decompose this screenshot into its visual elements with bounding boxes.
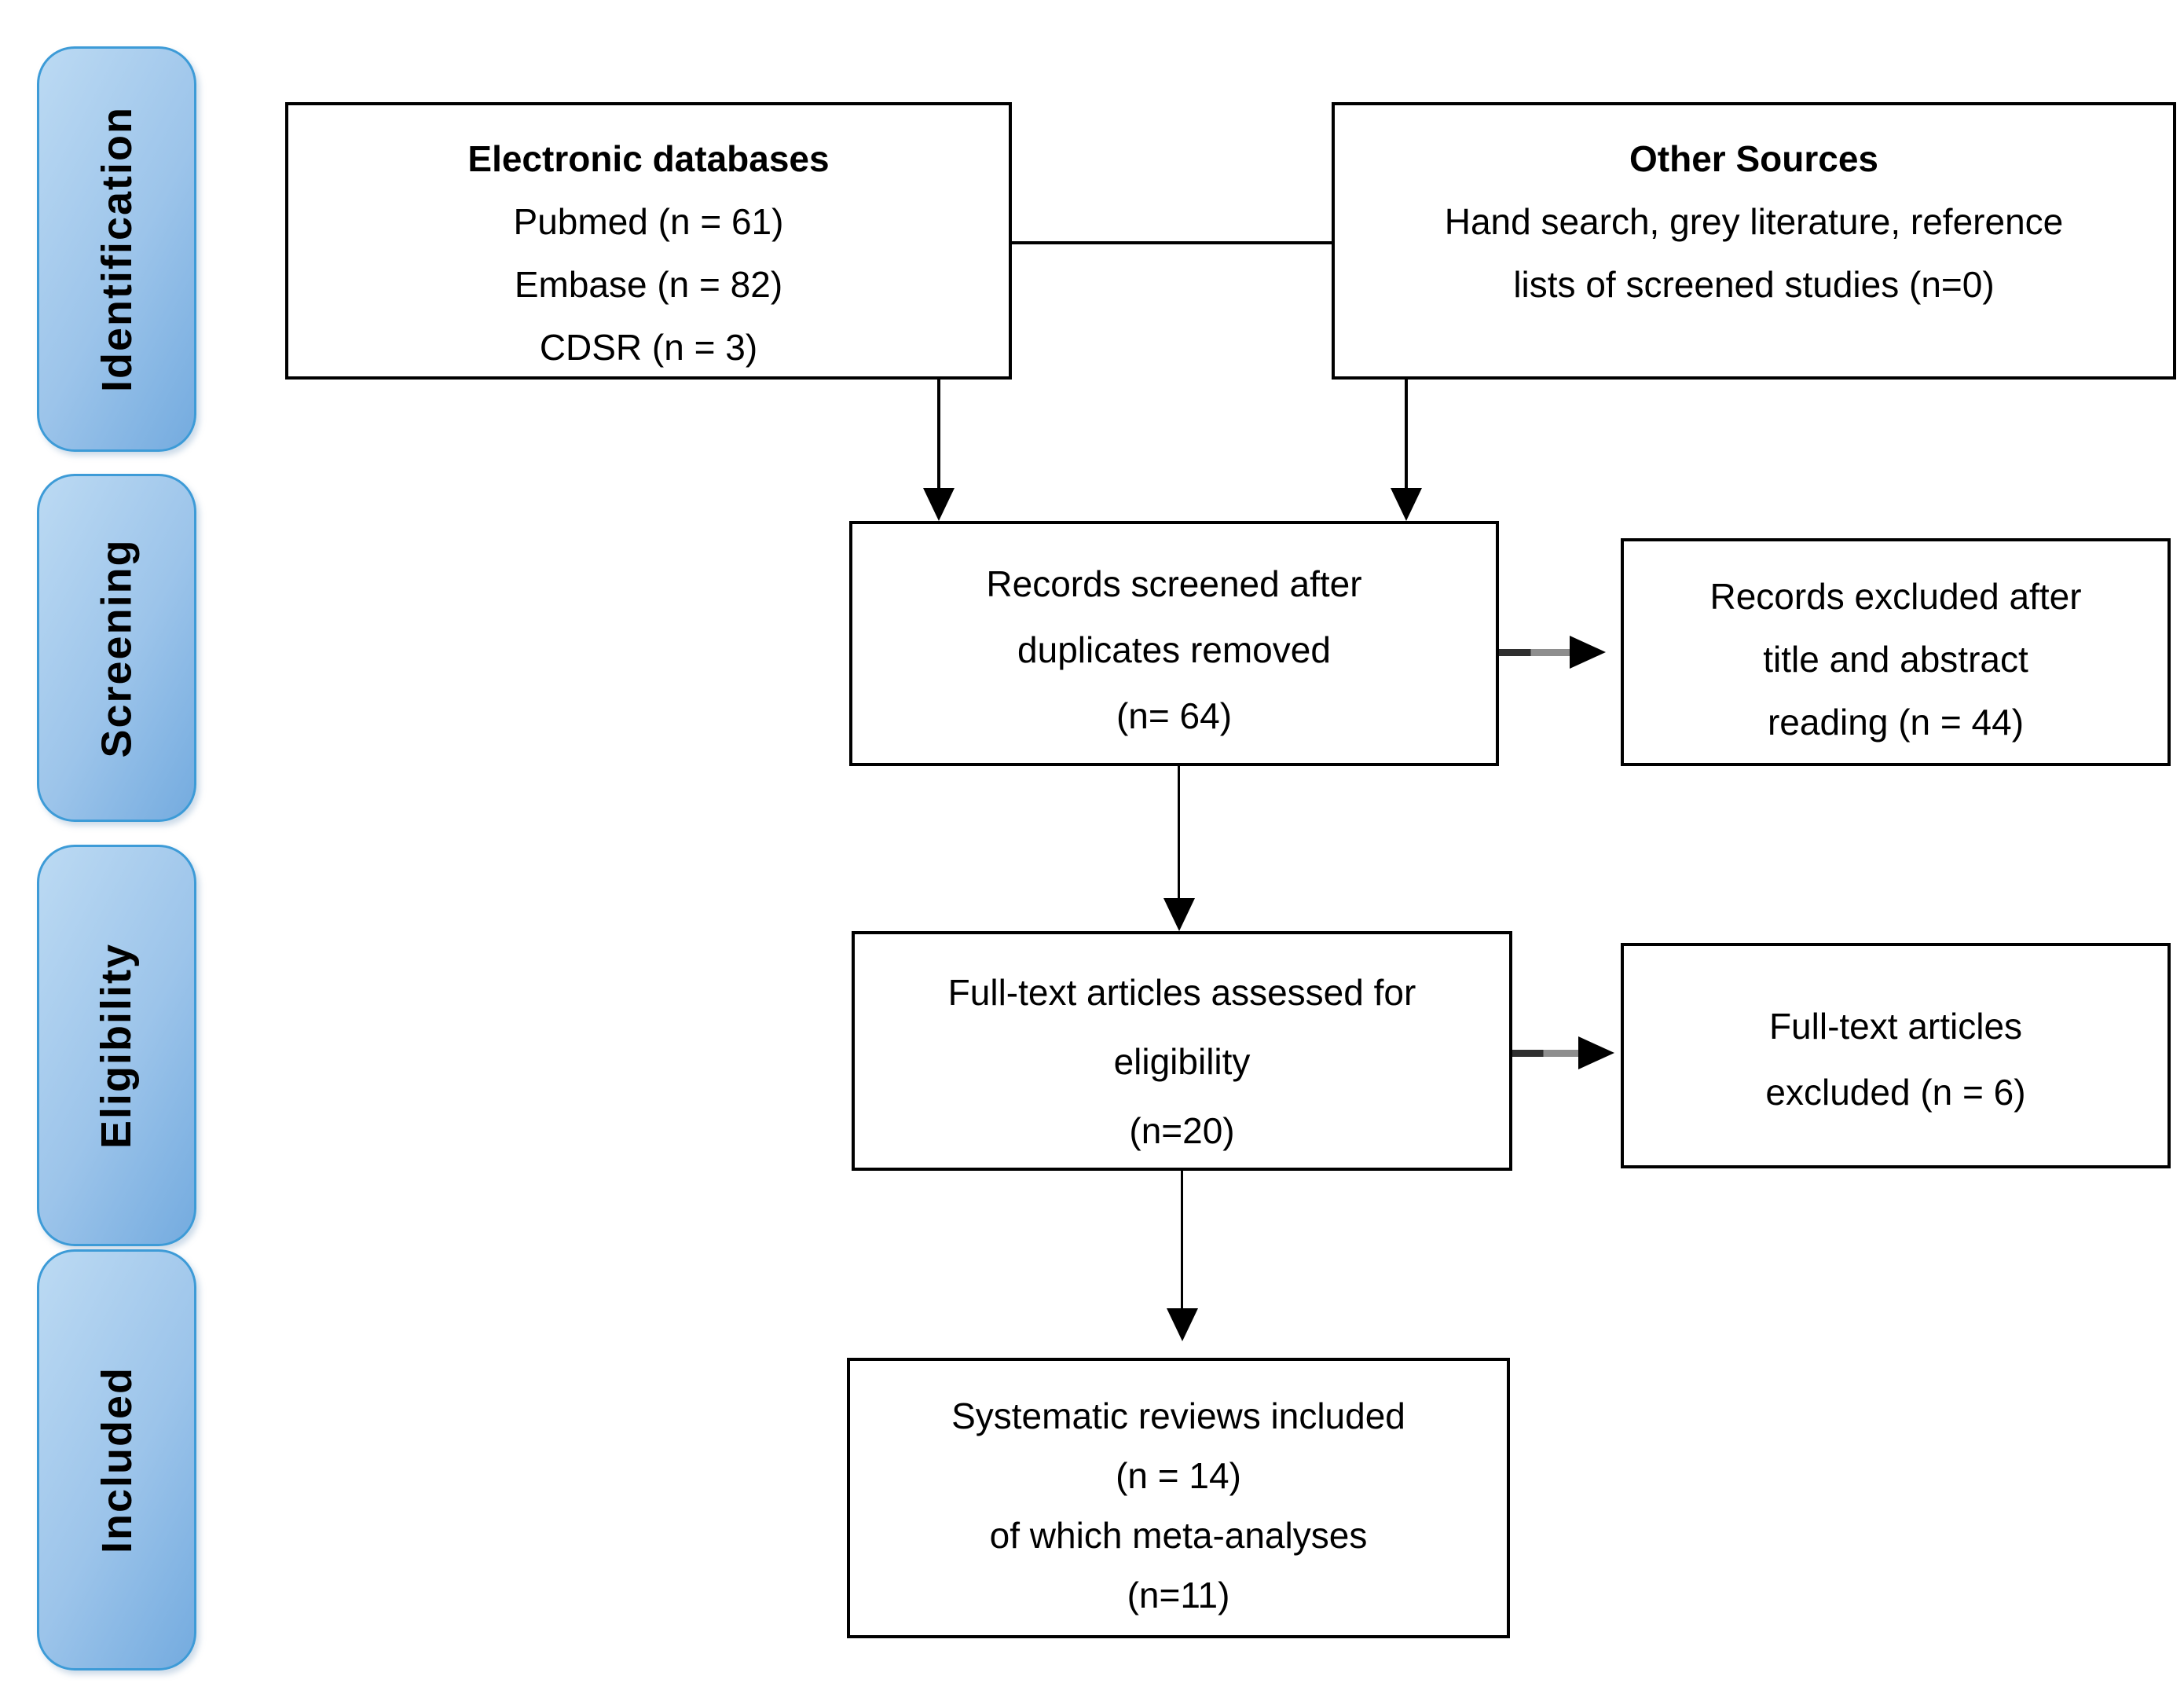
fulltext-assessed-line: (n=20)	[1129, 1110, 1235, 1151]
electronic-databases-line: Embase (n = 82)	[514, 264, 783, 305]
included-reviews-line: (n = 14)	[1116, 1455, 1241, 1496]
records-screened-line: duplicates removed	[1017, 629, 1331, 670]
fulltext-assessed-line: Full-text articles assessed for	[947, 972, 1416, 1013]
stage-eligibility-label: Eligibility	[93, 942, 141, 1149]
arrow-fulltext-to-excluded-head	[1578, 1036, 1614, 1069]
records-screened-line: (n= 64)	[1116, 695, 1233, 736]
included-reviews-line: Systematic reviews included	[951, 1395, 1405, 1436]
included-reviews-line: of which meta-analyses	[989, 1515, 1368, 1556]
stage-included-label: Included	[93, 1366, 141, 1554]
connector-electronic-to-other	[1012, 241, 1332, 244]
stage-identification-label: Identification	[93, 106, 141, 392]
box-other-sources: Other Sources Hand search, grey literatu…	[1332, 102, 2176, 380]
stage-included: Included	[37, 1249, 196, 1670]
arrow-fulltext-to-excluded-shaft	[1512, 1050, 1581, 1057]
records-excluded-line: Records excluded after	[1709, 576, 2082, 617]
stage-identification: Identification	[37, 46, 196, 452]
box-fulltext-excluded: Full-text articles excluded (n = 6)	[1621, 943, 2171, 1168]
arrow-electronic-to-records-head	[923, 488, 955, 521]
electronic-databases-line: CDSR (n = 3)	[539, 327, 758, 368]
box-records-screened: Records screened after duplicates remove…	[849, 521, 1499, 766]
fulltext-excluded-line: Full-text articles	[1768, 1006, 2023, 1047]
stage-screening: Screening	[37, 474, 196, 822]
arrow-records-to-excluded-head	[1570, 636, 1606, 669]
arrow-electronic-to-records-shaft	[937, 380, 940, 488]
other-sources-line: Hand search, grey literature, reference	[1444, 201, 2064, 242]
box-electronic-databases: Electronic databases Pubmed (n = 61) Emb…	[285, 102, 1012, 380]
fulltext-assessed-line: eligibility	[1113, 1041, 1251, 1082]
arrow-records-to-fulltext-shaft	[1178, 766, 1180, 898]
arrow-fulltext-to-included-head	[1167, 1308, 1198, 1341]
arrow-records-to-fulltext-head	[1163, 898, 1195, 931]
box-records-excluded: Records excluded after title and abstrac…	[1621, 538, 2171, 766]
arrow-fulltext-to-included-shaft	[1181, 1171, 1183, 1308]
records-excluded-line: reading (n = 44)	[1767, 702, 2025, 743]
other-sources-line: lists of screened studies (n=0)	[1513, 264, 1995, 305]
arrow-other-to-records-head	[1391, 488, 1422, 521]
arrow-records-to-excluded-shaft	[1499, 649, 1570, 656]
electronic-databases-line: Pubmed (n = 61)	[513, 201, 784, 242]
stage-screening-label: Screening	[93, 537, 141, 758]
arrow-other-to-records-shaft	[1405, 380, 1408, 488]
other-sources-title: Other Sources	[1629, 138, 1878, 179]
box-included-reviews: Systematic reviews included (n = 14) of …	[847, 1358, 1510, 1638]
box-fulltext-assessed: Full-text articles assessed for eligibil…	[852, 931, 1512, 1171]
records-screened-line: Records screened after	[986, 563, 1362, 604]
records-excluded-line: title and abstract	[1763, 639, 2028, 680]
included-reviews-line: (n=11)	[1127, 1575, 1230, 1615]
electronic-databases-title: Electronic databases	[467, 138, 830, 179]
fulltext-excluded-line: excluded (n = 6)	[1765, 1072, 2026, 1113]
stage-eligibility: Eligibility	[37, 845, 196, 1246]
